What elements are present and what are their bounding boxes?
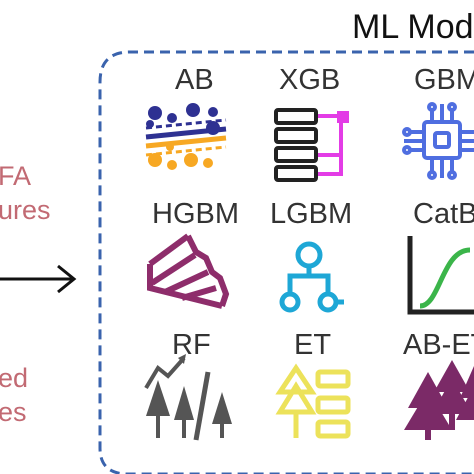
- model-label-gbm: GBM: [414, 64, 474, 96]
- diagram-title: ML Mode: [352, 8, 474, 46]
- model-label-ab-et: AB-ET: [403, 329, 474, 361]
- models-dashed-box: [98, 50, 474, 474]
- model-label-xgb: XGB: [279, 64, 341, 96]
- left-label-top-line1: FA: [0, 161, 32, 191]
- rf-trees-with-trend-icon: [144, 354, 232, 441]
- model-label-catb: CatB: [413, 198, 474, 230]
- catboost-sigmoid-curve-icon: [407, 236, 474, 315]
- model-label-lgbm: LGBM: [270, 198, 353, 230]
- model-label-et: ET: [294, 329, 332, 361]
- left-label-top-line2: ures: [0, 195, 51, 225]
- left-label-bottom-line1: ed: [0, 363, 29, 393]
- lgbm-branching-nodes-icon: [279, 241, 344, 313]
- xgb-bar-tree-icon: [274, 108, 349, 182]
- et-tree-with-bars-icon: [275, 363, 351, 439]
- adaboost-stacked-dots-icon: [145, 103, 227, 170]
- ab-et-three-trees-icon: [404, 360, 474, 440]
- model-label-hgbm: HGBM: [152, 198, 239, 230]
- gbm-chip-icon: [402, 102, 474, 180]
- model-label-ab: AB: [175, 64, 214, 96]
- left-label-bottom-line2: es: [0, 397, 27, 427]
- input-arrow-icon: [0, 264, 77, 294]
- model-label-rf: RF: [172, 329, 211, 361]
- hgbm-stepped-triangle-icon: [147, 233, 230, 309]
